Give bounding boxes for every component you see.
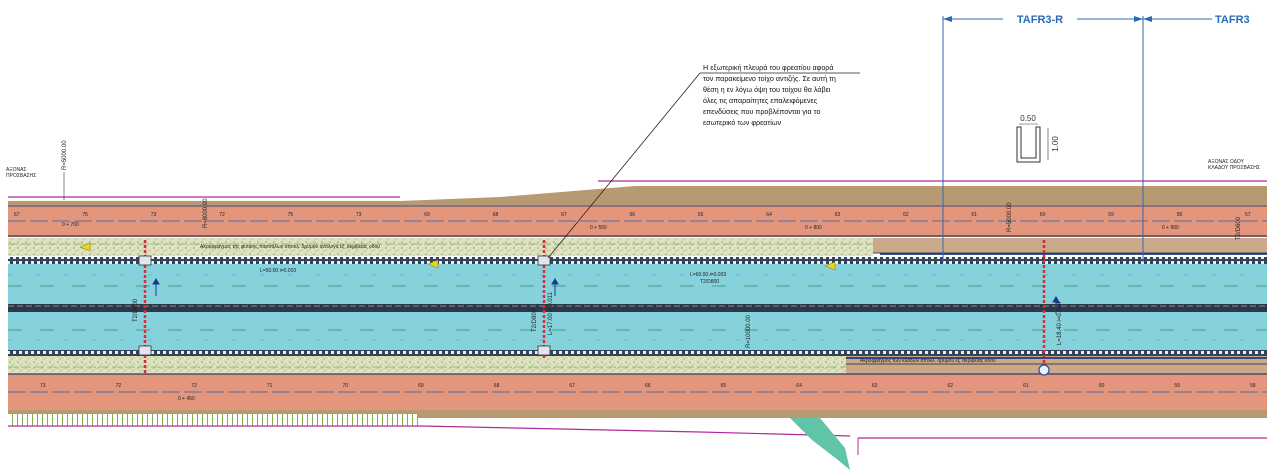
note-line-4: όλες τις απαραίτητες επαλειφόμενες	[703, 96, 818, 105]
boundary-lines	[8, 180, 1267, 439]
station-number: 71	[267, 383, 273, 389]
upper-kerb	[8, 257, 1267, 264]
station-number: 68	[493, 212, 499, 218]
section-label-tafr3-r: TAFR3-R	[1017, 14, 1063, 26]
station-number: 73	[40, 383, 46, 389]
lower-green-hatch	[8, 414, 418, 426]
station-number: 69	[418, 383, 424, 389]
manhole	[537, 345, 551, 356]
lower-median	[8, 356, 1267, 374]
upper-earth-slope	[8, 186, 1267, 206]
manhole	[1038, 364, 1050, 376]
station-number: 63	[872, 383, 878, 389]
carriageway	[8, 264, 1267, 350]
pipe-label: T2/D800	[700, 279, 719, 285]
dimension-line-top: TAFR3-R TAFR3	[943, 12, 1267, 26]
pipe-label: T2/D800	[133, 298, 139, 322]
station-number: 70	[343, 383, 349, 389]
side-note-left: ΠΡΟΣΒΑΣΗΣ	[6, 173, 36, 179]
station-number: 73	[356, 212, 362, 218]
radius-label: R=5000.00	[1007, 202, 1013, 232]
radius-label: R=8000.00	[203, 198, 209, 228]
upper-station-row: 67 75 73 72 75 73 69 68 67 66 65 64 63 62 61 60 59 58 57	[14, 212, 1251, 218]
station-number: 75	[288, 212, 294, 218]
station-number: 61	[1023, 383, 1029, 389]
drainage-network	[138, 240, 1267, 376]
pipe-label: T2/D600	[1236, 216, 1242, 240]
pipe-spec: L=60.00 i=0.003	[690, 272, 726, 278]
drain-direction-arrows	[152, 278, 1060, 314]
outfall-channel	[790, 418, 850, 470]
lower-station-row: 73 72 72 71 70 69 68 67 66 65 64 63 62 61 60 59 58	[40, 383, 1256, 389]
station-number: 72	[191, 383, 197, 389]
chainage: 0 + 550	[590, 225, 607, 231]
channel-detail: 0.50 1.00	[1016, 114, 1060, 163]
note-line-3: θέση η εν λόγω όψη του τοίχου θα λάβει	[703, 85, 831, 94]
chainage: 0 + 700	[62, 222, 79, 228]
station-number: 66	[645, 383, 651, 389]
station-number: 64	[796, 383, 802, 389]
central-reserve	[8, 304, 1267, 312]
carriageway-lower	[8, 312, 1267, 350]
station-number: 59	[1174, 383, 1180, 389]
median-note: Ακροφραγμός των κλάδων αποκλ. δρυμού εξ'…	[860, 357, 996, 364]
station-number: 67	[14, 212, 20, 218]
station-number: 62	[903, 212, 909, 218]
station-number: 58	[1250, 383, 1256, 389]
station-number: 73	[151, 212, 157, 218]
station-number: 62	[948, 383, 954, 389]
note-line-6: εσωτερικό των φρεατίων	[703, 118, 781, 127]
pipe-spec: L=18.40 i=0.004	[1057, 301, 1063, 345]
lower-kerb	[8, 350, 1267, 356]
section-label-tafr3: TAFR3	[1215, 14, 1250, 26]
station-number: 66	[630, 212, 636, 218]
manhole	[138, 255, 152, 266]
upper-embankment	[8, 186, 1267, 237]
station-number: 65	[698, 212, 704, 218]
note-line-5: επενδύσεις που προβλέπονται για το	[703, 107, 820, 116]
pipe-spec: L=17.00 i=0.011	[548, 291, 554, 335]
chainage: 0 + 450	[178, 396, 195, 402]
station-number: 65	[721, 383, 727, 389]
radius-label: R=10000.00	[746, 314, 752, 348]
station-number: 60	[1040, 212, 1046, 218]
station-number: 69	[424, 212, 430, 218]
side-note-left: ΑΞΟΝΑΣ	[6, 167, 27, 173]
station-number: 64	[766, 212, 772, 218]
note-line-2: τον παρακείμενο τοίχο αντιζής. Σε αυτή τ…	[703, 74, 836, 83]
flow-arrows	[79, 242, 836, 271]
station-number: 75	[82, 212, 88, 218]
median-note: Ακροφραγμός της φυτικής πασσάλων αποκλ. …	[200, 243, 380, 250]
station-number: 67	[569, 383, 575, 389]
note-callout: Η εξωτερική πλευρά του φρεατίου αφορά το…	[547, 63, 860, 259]
radius-label: R=5000.00	[62, 140, 68, 170]
station-number: 61	[971, 212, 977, 218]
lower-embankment	[8, 373, 1267, 426]
station-number: 57	[1245, 212, 1251, 218]
carriageway-upper	[8, 264, 1267, 304]
side-note-right: ΑΞΟΝΑΣ ΟΔΟΥ	[1208, 159, 1245, 165]
pipe-label: T2/D800	[532, 308, 538, 332]
station-number: 67	[561, 212, 567, 218]
section-lines	[942, 16, 1144, 262]
station-number: 63	[835, 212, 841, 218]
station-number: 68	[494, 383, 500, 389]
side-note-right: ΚΛΑΔΟΥ ΠΡΟΣΒΑΣΗΣ	[1208, 165, 1260, 171]
note-line-1: Η εξωτερική πλευρά του φρεατίου αφορά	[703, 63, 834, 72]
station-number: 72	[219, 212, 225, 218]
leader-line	[547, 72, 701, 259]
station-number: 72	[116, 383, 122, 389]
channel-width: 0.50	[1020, 114, 1036, 123]
channel-height: 1.00	[1051, 136, 1060, 152]
station-number: 60	[1099, 383, 1105, 389]
pipe-spec: L=50.00 i=0.003	[260, 268, 296, 274]
chainage: 0 + 900	[1162, 225, 1179, 231]
station-number: 59	[1108, 212, 1114, 218]
station-number: 58	[1177, 212, 1183, 218]
manhole	[537, 255, 551, 266]
manhole	[138, 345, 152, 356]
chainage: 0 + 800	[805, 225, 822, 231]
upper-median	[8, 238, 1267, 256]
